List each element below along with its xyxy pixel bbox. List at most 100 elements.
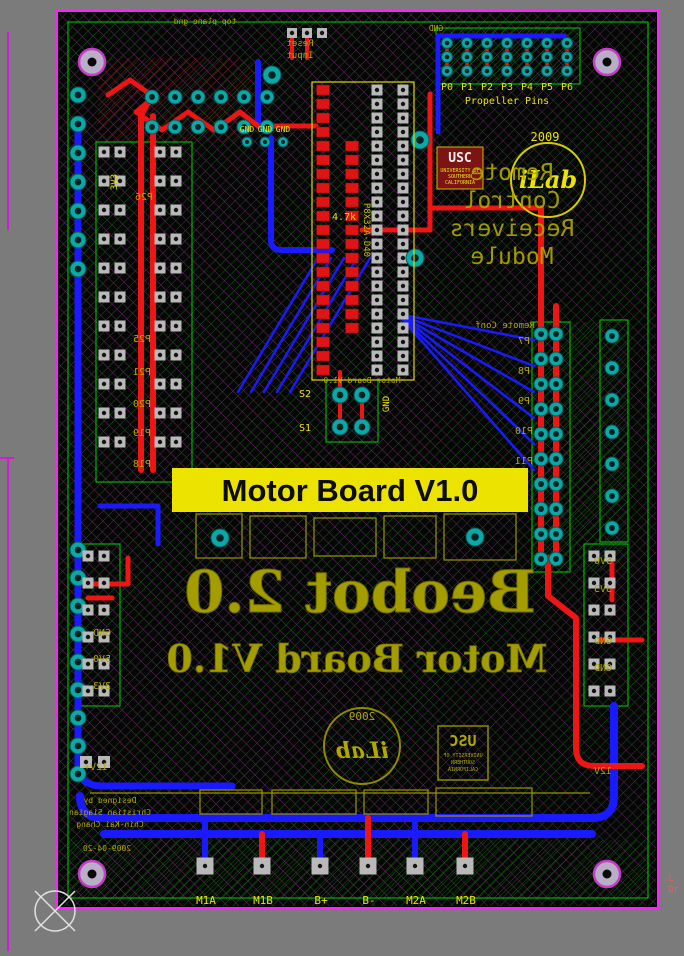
pad-hole (374, 339, 380, 345)
pin-label-left: P18 (133, 459, 151, 470)
port-label: P2 (481, 82, 493, 93)
pad-hole (412, 863, 418, 869)
pad-hole (538, 506, 544, 512)
pad-hole (564, 54, 570, 60)
trace (259, 815, 468, 865)
usc-bottom-line-text: UNIVERSITY OF (443, 753, 482, 759)
pad-hole (173, 149, 179, 155)
pad-hole (101, 294, 107, 300)
pad-hole (157, 352, 163, 358)
pad-hole (400, 129, 406, 135)
pad-hole (609, 429, 615, 435)
gnd-label: GND (276, 125, 291, 134)
pour-border (583, 543, 629, 707)
trace (268, 135, 335, 253)
usc-bottom-text: USC (449, 732, 476, 750)
input-label: Input (286, 51, 313, 61)
pad-hole (173, 439, 179, 445)
resistor-label: 4.7k (332, 212, 356, 223)
ilab-bottom-label: iLab (335, 738, 388, 764)
pad-hole (365, 863, 371, 869)
pad-hole (400, 283, 406, 289)
smd-pad (345, 266, 359, 278)
smd-pad (316, 210, 330, 222)
component-outline (199, 789, 263, 815)
pad-hole (74, 658, 82, 666)
pin-text: P26 (135, 192, 153, 203)
pad-hole (400, 367, 406, 373)
port-label: P5 (541, 82, 553, 93)
power-label-right: GND (594, 663, 612, 674)
component-outline (313, 517, 377, 557)
pad-hole (591, 634, 597, 640)
pad-hole (173, 178, 179, 184)
pad-hole (85, 634, 91, 640)
ilab-bottom-circle (323, 707, 401, 785)
pad-hole (336, 423, 344, 431)
smd-pad (316, 336, 330, 348)
pour-border (67, 21, 649, 899)
pad-hole (609, 525, 615, 531)
pad-hole (553, 406, 559, 412)
trace (359, 91, 433, 233)
smd-pad (316, 154, 330, 166)
mount-hole (602, 57, 612, 67)
pad-hole (544, 68, 550, 74)
pad-hole (117, 207, 123, 213)
pad-hole (524, 54, 530, 60)
corner-note-label: top plane gnd (174, 17, 237, 26)
pad-hole (524, 68, 530, 74)
gnd-label: GND (240, 125, 255, 134)
pad-hole (444, 68, 450, 74)
pad-hole (374, 367, 380, 373)
bright-green-hatch (68, 840, 648, 898)
connector-label: M2A (406, 894, 426, 907)
remote-module-line: Module (470, 244, 553, 270)
credits-text: Chin-Kai Chang (76, 820, 144, 829)
pad-hole (149, 124, 155, 130)
pad-hole (358, 423, 366, 431)
board-title: Motor Board V1.0 (222, 473, 479, 508)
pad-hole (172, 94, 178, 100)
pad-hole (101, 149, 107, 155)
motor-small-text: Motor Board V1.0 (323, 376, 400, 385)
smd-pad (316, 182, 330, 194)
corner-note-text: top plane gnd (174, 17, 237, 26)
pad-hole (400, 241, 406, 247)
crosshair-x-lines (34, 890, 76, 932)
s1-label: S1 (299, 423, 311, 434)
pad-hole (538, 456, 544, 462)
pad-hole (444, 40, 450, 46)
pad-hole (504, 40, 510, 46)
edge-guide-lines (0, 32, 14, 951)
port-label: P0 (441, 82, 453, 93)
pad-hole (117, 410, 123, 416)
pad-hole (471, 533, 479, 541)
motor-mirrored-text: Motor Board V1.0 (166, 636, 548, 682)
usc-logo-line: CALIFORNIA (445, 180, 475, 186)
power-text: 5V0 (594, 556, 612, 567)
gnd-label: GND (258, 125, 273, 134)
trace (202, 815, 418, 865)
ilab-logo-label: iLab (519, 165, 577, 194)
pad-hole (117, 352, 123, 358)
pad-hole (553, 331, 559, 337)
pad-hole (607, 580, 613, 586)
pad-hole (538, 481, 544, 487)
pad-hole (358, 391, 366, 399)
pin-text: P9 (518, 396, 530, 407)
pad-hole (374, 311, 380, 317)
pad-hole (74, 178, 82, 186)
pad-hole (85, 553, 91, 559)
pad-hole (400, 157, 406, 163)
pad-hole (400, 171, 406, 177)
ilab-bottom-year-text: 2009 (349, 710, 376, 723)
edge-clipped-text: .L (663, 874, 674, 884)
fanout-trace (236, 256, 372, 394)
credits-text: Designed by (83, 796, 136, 805)
pad-hole (157, 381, 163, 387)
pad-hole (400, 87, 406, 93)
power-text: 3V3 (594, 584, 612, 595)
usc-bottom-line-text: CALIFORNIA (448, 767, 478, 773)
